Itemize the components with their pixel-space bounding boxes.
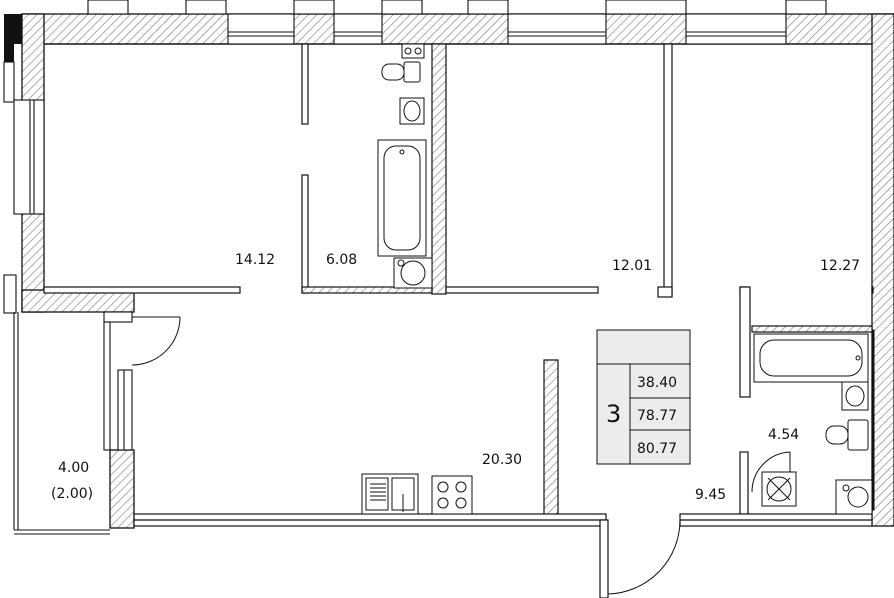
living-kitchen-area-label: 20.30 — [482, 452, 522, 468]
doors — [131, 316, 791, 595]
interior-walls — [43, 43, 874, 517]
corner-accent — [4, 14, 22, 62]
bath-fixtures — [377, 43, 433, 289]
living-area-label: 38.40 — [637, 375, 677, 391]
hall-area-label: 9.45 — [695, 487, 726, 503]
room-2-area-label: 12.01 — [612, 258, 652, 274]
total-area-label: 78.77 — [637, 408, 677, 424]
exterior-walls — [21, 13, 894, 529]
room-1-area-label: 14.12 — [235, 252, 275, 268]
total-with-balcony-label: 80.77 — [637, 441, 677, 457]
balcony-area-reduced-label: (2.00) — [51, 486, 93, 502]
windows — [3, 0, 827, 314]
bottom-wall — [133, 513, 873, 598]
rooms-count-label: 3 — [606, 400, 621, 428]
summary-box — [596, 329, 691, 465]
balcony — [13, 311, 133, 535]
room-3-area-label: 12.27 — [820, 258, 860, 274]
bathroom2-fixtures — [753, 329, 875, 515]
balcony-area-label: 4.00 — [58, 460, 89, 476]
bathroom-2-area-label: 4.54 — [768, 427, 799, 443]
bath-area-label: 6.08 — [326, 252, 357, 268]
kitchen-fixtures — [361, 473, 473, 515]
